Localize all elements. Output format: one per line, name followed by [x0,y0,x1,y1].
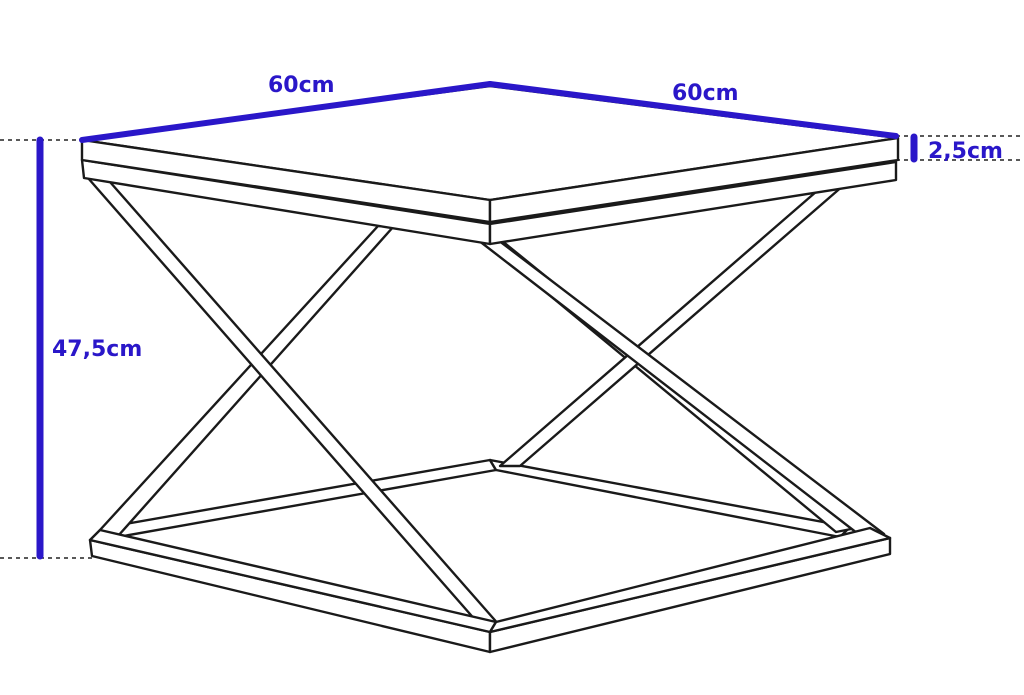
bottom-back-rails [106,458,852,539]
label-width-right: 60cm [672,81,739,106]
dimension-labels: 60cm 60cm 2,5cm 47,5cm [52,73,1003,362]
table-top-right-edge [488,136,900,224]
label-width-left: 60cm [268,73,335,98]
bottom-front-right-face [488,536,892,654]
table-top [80,84,900,224]
label-height: 47,5cm [52,337,142,362]
bottom-top-left-edge [88,528,498,634]
dim-line-width-right [487,81,899,139]
x-legs [86,176,886,632]
dimension-lines [36,81,918,560]
bottom-top-right-edge [488,526,892,634]
label-top-thickness: 2,5cm [928,139,1003,164]
dim-line-width-left [79,81,493,143]
top-frame [80,158,898,246]
bottom-frame [88,526,892,654]
top-frame-right-face [488,160,898,246]
